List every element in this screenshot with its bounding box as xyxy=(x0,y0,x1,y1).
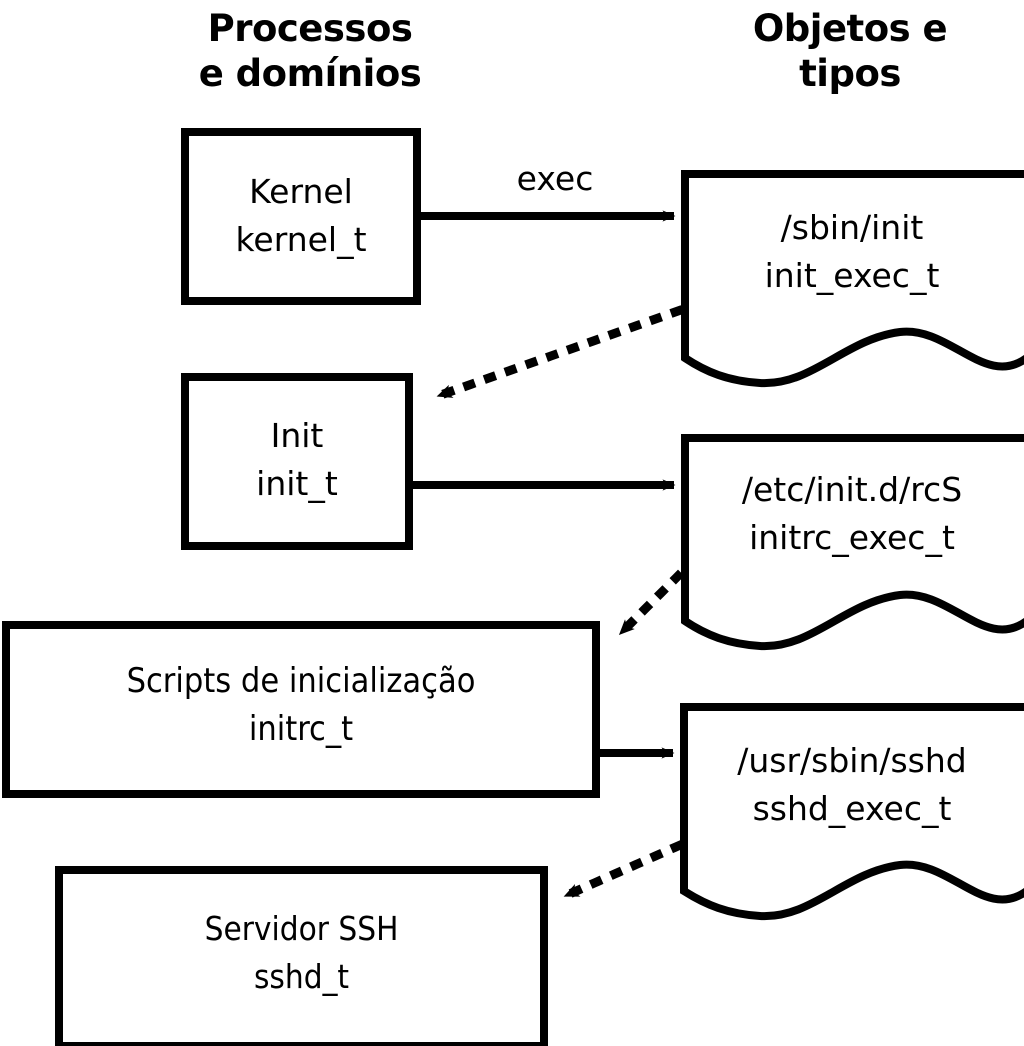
node-box-sshd xyxy=(55,866,548,1046)
node-doc-init-exec xyxy=(681,170,1024,388)
node-box-init xyxy=(181,373,413,550)
node-box-initrc xyxy=(2,621,600,798)
edge-initrc-exec-to-initrc xyxy=(613,569,685,641)
node-doc-initrc-exec xyxy=(681,434,1024,651)
column-header-processes: Processos e domínios xyxy=(198,7,422,95)
node-box-kernel xyxy=(181,128,421,305)
column-header-objects: Objetos e tipos xyxy=(752,7,948,95)
edge-sshd-exec-to-sshd xyxy=(559,840,684,902)
edge-init-exec-to-init xyxy=(432,305,684,402)
edge-label-exec: exec xyxy=(516,159,594,198)
node-doc-sshd-exec xyxy=(680,703,1024,921)
